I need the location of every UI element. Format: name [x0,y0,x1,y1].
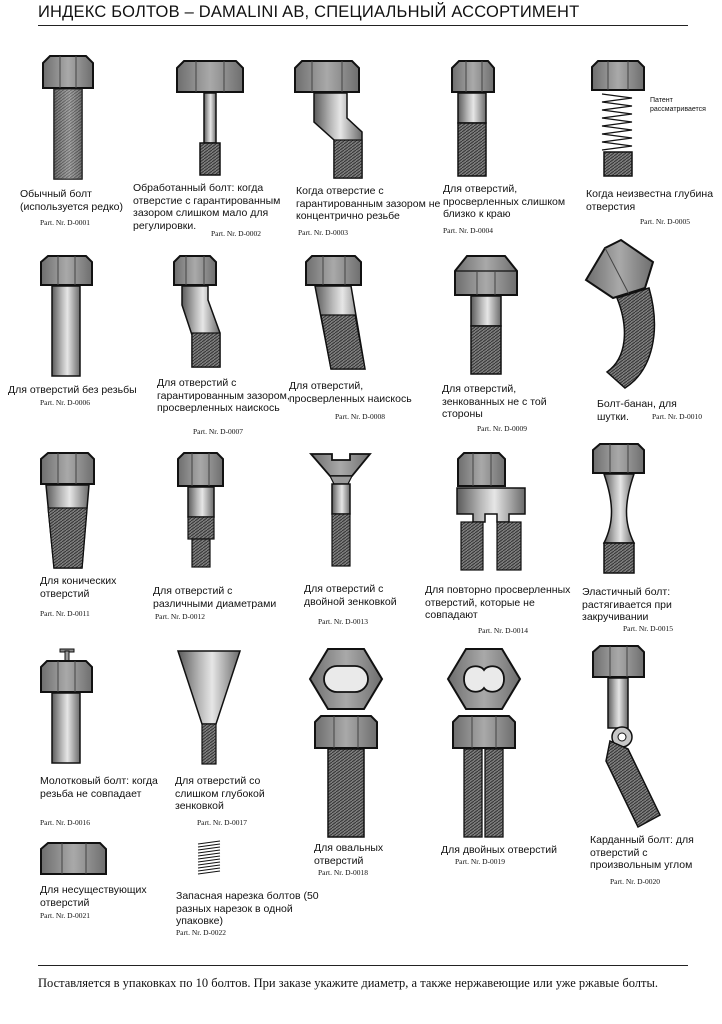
part-number: Part. Nr. D-0003 [298,228,348,237]
part-number: Part. Nr. D-0005 [640,217,690,226]
caption: Для отверстий с гарантированным зазором,… [157,377,290,414]
part-number: Part. Nr. D-0001 [40,218,90,227]
funnel-bolt-icon [176,650,242,765]
part-number: Part. Nr. D-0006 [40,398,90,407]
caption: Для несуществующих отверстий [40,884,147,909]
caption: Для отверстий с различными диаметрами [153,585,277,610]
edge-bolt-icon [451,60,495,177]
oval-bolt-icon [308,648,384,838]
caption: Для повторно просверленных отверстий, ко… [425,584,571,621]
caption: Карданный болт: для отверстий с произвол… [590,834,694,871]
caption: Для овальных отверстий [314,842,384,867]
caption: Для отверстий без резьбы [8,384,137,396]
spring-bolt-icon [591,60,645,177]
caption: Для конических отверстий [40,575,117,600]
stepped-bolt-icon [177,452,224,568]
banana-bolt-icon [584,238,656,389]
caption: Болт-банан, для шутки. [597,398,677,423]
caption: Обычный болт (используется редко) [20,188,123,213]
part-number: Part. Nr. D-0022 [176,928,226,937]
patent-note: Патент рассматривается [650,97,706,113]
cardan-bolt-icon [592,645,661,829]
part-number: Part. Nr. D-0012 [155,612,205,621]
part-number: Part. Nr. D-0016 [40,818,90,827]
part-number: Part. Nr. D-0011 [40,609,90,618]
footer-rule [38,965,688,966]
caption: Обработанный болт: когда отверстие с гар… [133,182,281,232]
part-number: Part. Nr. D-0002 [211,229,261,238]
part-number: Part. Nr. D-0008 [335,412,385,421]
machined-bolt-icon [176,60,244,176]
caption: Для отверстий, просверленных наискось [289,380,412,405]
footer-note: Поставляется в упаковках по 10 болтов. П… [38,976,659,990]
spare-threads-icon [197,840,221,875]
caption: Для отверстий, зенкованных не с той стор… [442,383,547,420]
head-only-bolt-icon [40,842,107,875]
slanted-bolt-icon [305,255,366,370]
caption: Для отверстий, просверленных слишком бли… [443,183,566,220]
countersink-wrong-side-bolt-icon [454,255,518,375]
caption: Запасная нарезка болтов (50 разных нарез… [176,890,319,927]
part-number: Part. Nr. D-0018 [318,868,368,877]
caption: Для отверстий с двойной зенковкой [304,583,397,608]
part-number: Part. Nr. D-0021 [40,911,90,920]
caption: Когда отверстие с гарантированным зазоро… [296,185,441,222]
unthreaded-bolt-icon [40,255,93,377]
caption: Молотковый болт: когда резьба не совпада… [40,775,158,800]
page-title: ИНДЕКС БОЛТОВ – DAMALINI AB, СПЕЦИАЛЬНЫЙ… [38,3,580,21]
part-number: Part. Nr. D-0015 [623,624,673,633]
offset-bolt-icon [294,60,363,179]
title-rule [38,25,688,26]
part-number: Part. Nr. D-0010 [652,412,702,421]
bent-bolt-icon [173,255,221,368]
double-countersunk-bolt-icon [309,453,372,567]
caption: Для двойных отверстий [441,844,557,856]
caption: Эластичный болт: растягивается при закру… [582,586,672,623]
part-number: Part. Nr. D-0019 [455,857,505,866]
part-number: Part. Nr. D-0017 [197,818,247,827]
caption: Когда неизвестна глубина отверстия [586,188,714,213]
part-number: Part. Nr. D-0007 [193,427,243,436]
forked-bolt-icon [456,452,526,571]
part-number: Part. Nr. D-0009 [477,424,527,433]
elastic-bolt-icon [592,443,645,574]
part-number: Part. Nr. D-0004 [443,226,493,235]
standard-bolt-icon [42,55,94,180]
conical-bolt-icon [40,452,95,569]
caption: Для отверстий со слишком глубокой зенков… [175,775,265,812]
part-number: Part. Nr. D-0013 [318,617,368,626]
part-number: Part. Nr. D-0014 [478,626,528,635]
part-number: Part. Nr. D-0020 [610,877,660,886]
hammer-bolt-icon [40,648,93,764]
twin-bolt-icon [446,648,522,838]
